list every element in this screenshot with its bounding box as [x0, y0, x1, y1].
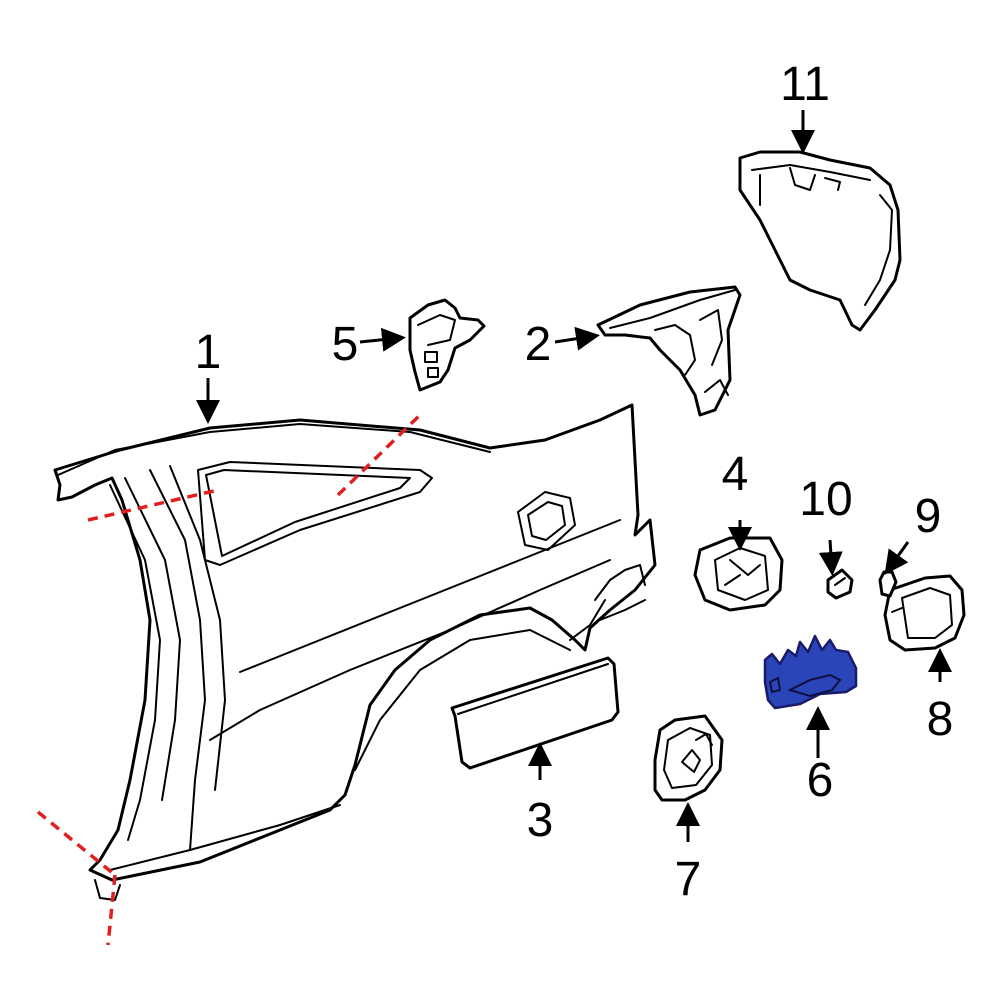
bracket-part-7[interactable]: [653, 714, 724, 802]
callout-5: 5: [332, 318, 359, 371]
callout-9: 9: [915, 490, 942, 543]
cut-lines: [36, 413, 422, 946]
callout-4: 4: [722, 448, 749, 501]
callout-10: 10: [799, 473, 852, 526]
fuel-door-part-6-highlighted[interactable]: [763, 634, 858, 710]
seal-part-9[interactable]: [878, 570, 898, 598]
callout-11: 11: [780, 58, 830, 111]
quarter-panel-part-1[interactable]: [53, 403, 657, 901]
callout-3: 3: [527, 794, 554, 847]
callout-1: 1: [195, 326, 222, 379]
clip-part-10[interactable]: [826, 568, 854, 600]
bracket-part-5[interactable]: [408, 298, 486, 392]
callout-8: 8: [927, 693, 954, 746]
leader-arrows: [196, 110, 952, 842]
fuel-door-housing-part-4[interactable]: [693, 536, 784, 612]
inner-panel-part-2[interactable]: [596, 285, 742, 417]
moulding-part-3[interactable]: [450, 656, 620, 770]
callout-7: 7: [675, 853, 702, 906]
fuel-filler-housing-part-8[interactable]: [883, 574, 966, 652]
liner-part-11[interactable]: [738, 150, 902, 332]
callout-6: 6: [807, 754, 834, 807]
callout-2: 2: [525, 318, 552, 371]
